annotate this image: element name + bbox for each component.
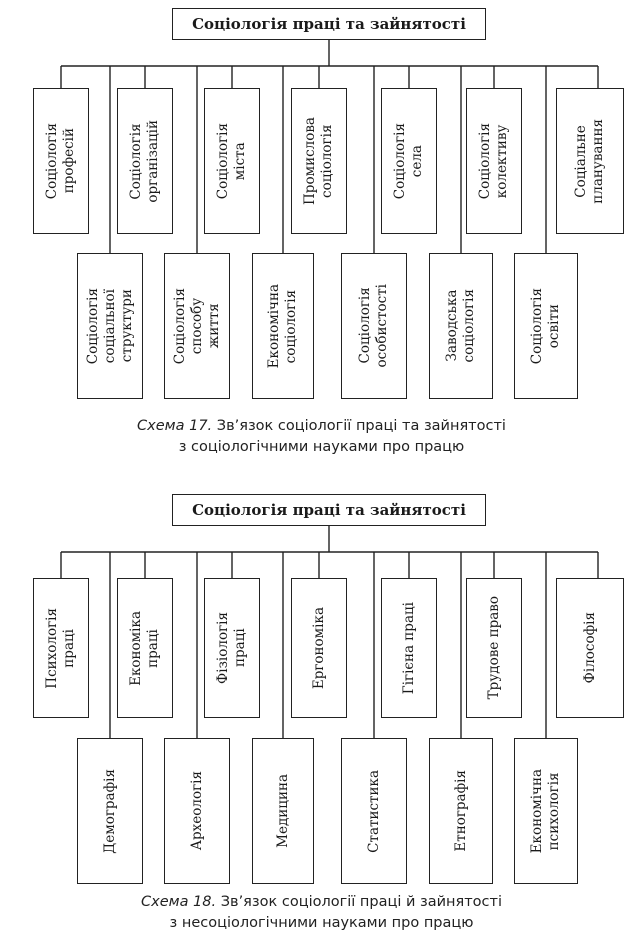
caption-text: Зв’язок соціології праці й зайнятості xyxy=(220,894,502,910)
node-label: Соціологія міста xyxy=(215,122,248,200)
node-archaeology: Археологія xyxy=(164,738,230,884)
node-economic-psychology: Економічна психологія xyxy=(514,738,578,884)
node-label: Економічна психологія xyxy=(529,768,562,854)
node-label: Трудове право xyxy=(485,596,502,700)
node-label: Етнографія xyxy=(452,770,469,852)
node-labor-law: Трудове право xyxy=(466,578,522,718)
node-sociology-of-lifestyle: Соціологія способу життя xyxy=(164,253,230,399)
root-label: Соціологія праці та зайнятості xyxy=(192,501,466,519)
node-sociology-of-social-structure: Соціологія соціальної структури xyxy=(77,253,143,399)
node-labor-economics: Економіка праці xyxy=(117,578,173,718)
node-label: Соціологія професій xyxy=(44,122,77,200)
node-sociology-of-collective: Соціологія колективу xyxy=(466,88,522,234)
node-label: Соціологія організацій xyxy=(128,119,161,203)
node-sociology-of-professions: Соціологія професій xyxy=(33,88,89,234)
node-label: Соціологія особистості xyxy=(357,284,390,368)
node-labor-hygiene: Гігієна праці xyxy=(381,578,437,718)
node-label: Соціальне планування xyxy=(573,118,606,204)
node-industrial-sociology: Промислова соціологія xyxy=(291,88,347,234)
node-medicine: Медицина xyxy=(252,738,314,884)
connector-lines xyxy=(60,40,599,253)
node-label: Соціологія колективу xyxy=(477,122,510,200)
node-label: Економіка праці xyxy=(128,610,161,686)
node-demography: Демографія xyxy=(77,738,143,884)
root-box: Соціологія праці та зайнятості xyxy=(172,494,486,526)
node-label: Філософія xyxy=(581,612,598,684)
node-label: Економічна соціологія xyxy=(266,283,299,369)
caption: Схема 17. Зв’язок соціології праці та за… xyxy=(0,416,643,458)
node-statistics: Статистика xyxy=(341,738,407,884)
connector-lines xyxy=(60,526,599,738)
node-label: Промислова соціологія xyxy=(302,117,335,205)
caption-number: Схема 17. xyxy=(137,418,213,434)
node-label: Медицина xyxy=(274,774,291,848)
node-ethnography: Етнографія xyxy=(429,738,493,884)
root-label: Соціологія праці та зайнятості xyxy=(192,15,466,33)
node-label: Соціологія освіти xyxy=(529,287,562,365)
node-label: Соціологія способу життя xyxy=(171,287,222,365)
caption: Схема 18. Зв’язок соціології праці й зай… xyxy=(0,892,643,934)
node-label: Фізіологія праці xyxy=(215,612,248,684)
node-factory-sociology: Заводська соціологія xyxy=(429,253,493,399)
node-label: Заводська соціологія xyxy=(444,289,477,363)
node-philosophy: Філософія xyxy=(556,578,624,718)
node-social-planning: Соціальне планування xyxy=(556,88,624,234)
node-label: Соціологія соціальної структури xyxy=(84,287,135,365)
node-sociology-of-education: Соціологія освіти xyxy=(514,253,578,399)
node-label: Статистика xyxy=(365,769,382,853)
node-label: Соціологія села xyxy=(392,122,425,200)
caption-line-2: з соціологічними науками про працю xyxy=(178,439,465,455)
node-sociology-of-personality: Соціологія особистості xyxy=(341,253,407,399)
node-label: Археологія xyxy=(188,771,205,851)
caption-line-1: Схема 18. Зв’язок соціології праці й зай… xyxy=(0,892,643,913)
node-label: Ергономіка xyxy=(310,606,327,690)
node-label: Демографія xyxy=(101,768,118,854)
caption-line-1: Схема 17. Зв’язок соціології праці та за… xyxy=(0,416,643,437)
node-rural-sociology: Соціологія села xyxy=(381,88,437,234)
node-labor-physiology: Фізіологія праці xyxy=(204,578,260,718)
node-urban-sociology: Соціологія міста xyxy=(204,88,260,234)
node-label: Гігієна праці xyxy=(400,601,417,695)
node-labor-psychology: Психологія праці xyxy=(33,578,89,718)
caption-text: Зв’язок соціології праці та зайнятості xyxy=(216,418,506,434)
node-label: Психологія праці xyxy=(44,607,77,689)
caption-line-2: з несоціологічними науками про працю xyxy=(169,915,474,931)
node-economic-sociology: Економічна соціологія xyxy=(252,253,314,399)
caption-number: Схема 18. xyxy=(141,894,217,910)
node-sociology-of-organizations: Соціологія організацій xyxy=(117,88,173,234)
root-box: Соціологія праці та зайнятості xyxy=(172,8,486,40)
scheme-17: Соціологія праці та зайнятості Соціологі… xyxy=(0,0,643,470)
scheme-18: Соціологія праці та зайнятості Психологі… xyxy=(0,478,643,942)
node-ergonomics: Ергономіка xyxy=(291,578,347,718)
